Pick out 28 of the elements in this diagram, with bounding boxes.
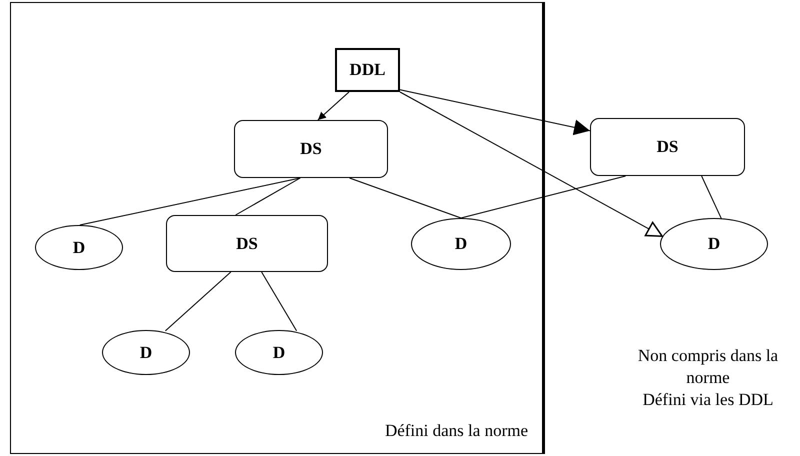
note-text: Défini via les DDL (642, 389, 774, 411)
connector-line (261, 272, 298, 332)
connector-line (460, 176, 626, 218)
arrow (317, 92, 350, 120)
note-text: Non compris dans la norme (636, 345, 780, 389)
node-label: DS (300, 139, 322, 159)
arrow (400, 92, 663, 237)
arrow (400, 89, 590, 136)
node-label: DS (656, 137, 678, 157)
connector-line (701, 176, 722, 220)
node-label: DDL (350, 60, 386, 80)
rounded-box (234, 120, 388, 178)
process-box (335, 48, 400, 92)
ellipse-node (660, 218, 768, 270)
node-label: D (708, 234, 720, 254)
connector-line (79, 178, 301, 226)
region-label: Défini dans la norme (384, 421, 528, 441)
connector-line (164, 272, 232, 332)
region-frame (10, 2, 545, 454)
rounded-box (166, 215, 328, 272)
connector-line (235, 178, 301, 216)
node-label: D (272, 342, 286, 362)
node-label: D (72, 238, 86, 258)
connector-line (349, 178, 462, 218)
node-label: D (454, 234, 468, 254)
rounded-box (590, 118, 745, 176)
node-label: D (140, 342, 152, 362)
node-label: DS (236, 234, 258, 254)
